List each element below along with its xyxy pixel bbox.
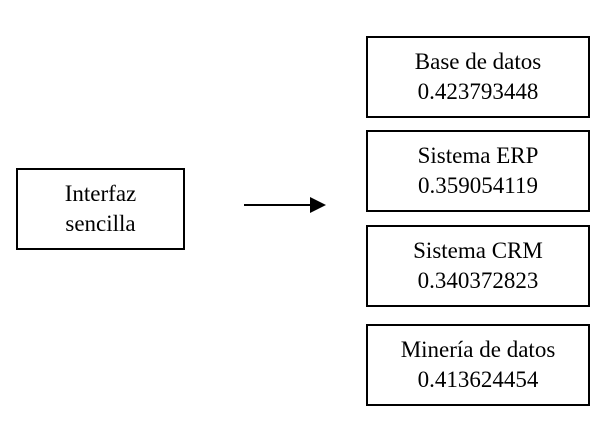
target-node-sistema-erp: Sistema ERP 0.359054119 [366, 130, 590, 212]
target-node-sistema-crm: Sistema CRM 0.340372823 [366, 225, 590, 307]
arrow-right-icon [244, 197, 326, 213]
target-node-mineria-de-datos: Minería de datos 0.413624454 [366, 324, 590, 406]
target-node-value: 0.359054119 [418, 173, 538, 198]
target-node-base-de-datos: Base de datos 0.423793448 [366, 36, 590, 118]
target-node-title: Minería de datos [400, 337, 556, 362]
target-node-value: 0.413624454 [417, 367, 539, 392]
source-node-interfaz-sencilla: Interfaz sencilla [16, 168, 185, 250]
target-node-title: Sistema ERP [417, 143, 539, 168]
source-node-line-2: sencilla [65, 211, 136, 236]
target-node-value: 0.423793448 [417, 79, 539, 104]
target-node-value: 0.340372823 [417, 268, 539, 293]
target-node-title: Sistema CRM [413, 238, 543, 263]
target-node-title: Base de datos [414, 49, 542, 74]
arrow-head [310, 197, 326, 213]
source-node-line-1: Interfaz [64, 181, 137, 206]
